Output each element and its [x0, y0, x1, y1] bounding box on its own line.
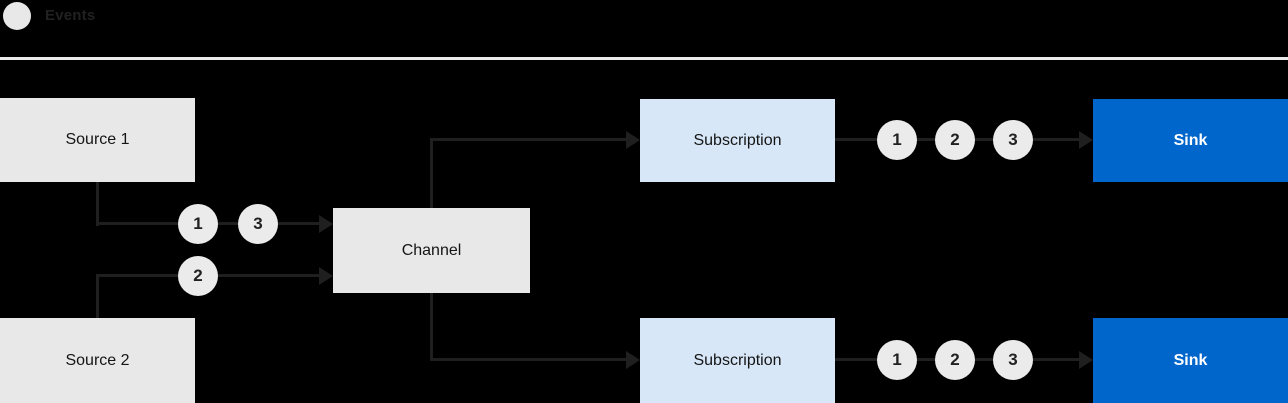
event-badge: 1	[877, 120, 917, 160]
event-badge: 2	[935, 340, 975, 380]
events-legend-label: Events	[45, 7, 96, 24]
source2-up-line	[96, 276, 99, 318]
source2-to-channel-arrowhead-icon	[319, 267, 333, 285]
subscription-1-node: Subscription	[640, 99, 835, 182]
channel-to-subscription2-arrowhead-icon	[626, 351, 640, 369]
sink-2-node: Sink	[1093, 318, 1288, 403]
event-badge: 2	[178, 256, 218, 296]
events-legend-circle-icon	[3, 2, 31, 30]
event-badge: 1	[178, 204, 218, 244]
channel-node: Channel	[333, 208, 530, 293]
source-1-node: Source 1	[0, 98, 195, 182]
source1-to-channel-arrowhead-icon	[319, 215, 333, 233]
event-badge: 3	[993, 120, 1033, 160]
event-badge: 1	[877, 340, 917, 380]
channel-down-line	[430, 293, 433, 361]
event-badge: 2	[935, 120, 975, 160]
channel-to-subscription2-line	[430, 358, 629, 361]
subscription2-to-sink-arrowhead-icon	[1079, 351, 1093, 369]
subscription-2-node: Subscription	[640, 318, 835, 403]
event-badge: 3	[993, 340, 1033, 380]
sink-1-node: Sink	[1093, 99, 1288, 182]
channel-up-line	[430, 139, 433, 208]
channel-to-subscription1-line	[430, 138, 629, 141]
source-2-node: Source 2	[0, 318, 195, 403]
event-badge: 3	[238, 204, 278, 244]
subscription1-to-sink-arrowhead-icon	[1079, 131, 1093, 149]
legend-divider	[0, 57, 1288, 60]
channel-to-subscription1-arrowhead-icon	[626, 131, 640, 149]
source1-down-line	[96, 181, 99, 226]
